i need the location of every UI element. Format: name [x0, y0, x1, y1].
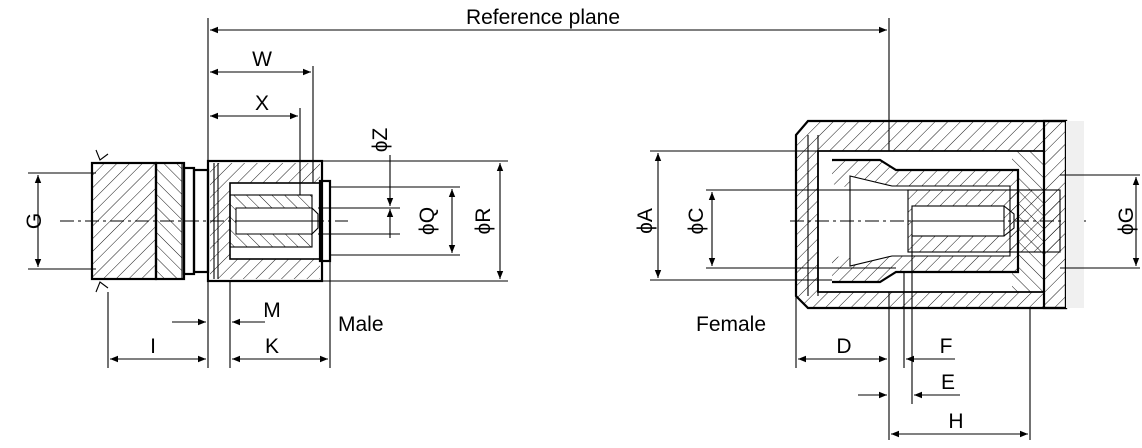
x-label: X: [255, 92, 269, 115]
male-connector: [60, 149, 348, 293]
q-label: ϕQ: [416, 207, 439, 235]
female-label: Female: [696, 313, 766, 336]
male-label: Male: [338, 313, 384, 336]
e-label: E: [941, 371, 955, 394]
reference-plane-dimension: Reference plane: [207, 6, 890, 440]
m-label: M: [263, 299, 281, 322]
c-label: ϕC: [685, 208, 708, 235]
z-label: ϕZ: [369, 128, 392, 153]
r-label: ϕR: [472, 208, 495, 235]
g-right-label: ϕG: [1115, 207, 1138, 235]
f-label: F: [940, 335, 953, 358]
d-label: D: [836, 335, 851, 358]
female-dimensions: ϕA ϕC ϕG D F E H Female: [634, 150, 1140, 440]
h-label: H: [948, 410, 963, 433]
g-left-label: G: [23, 213, 46, 229]
a-label: ϕA: [634, 208, 657, 234]
reference-plane-label: Reference plane: [466, 6, 620, 29]
i-label: I: [150, 335, 156, 358]
male-dimensions: W X G ϕZ ϕQ ϕR M K: [23, 48, 508, 368]
k-label: K: [265, 335, 279, 358]
female-connector: [790, 119, 1090, 310]
w-label: W: [252, 48, 272, 71]
